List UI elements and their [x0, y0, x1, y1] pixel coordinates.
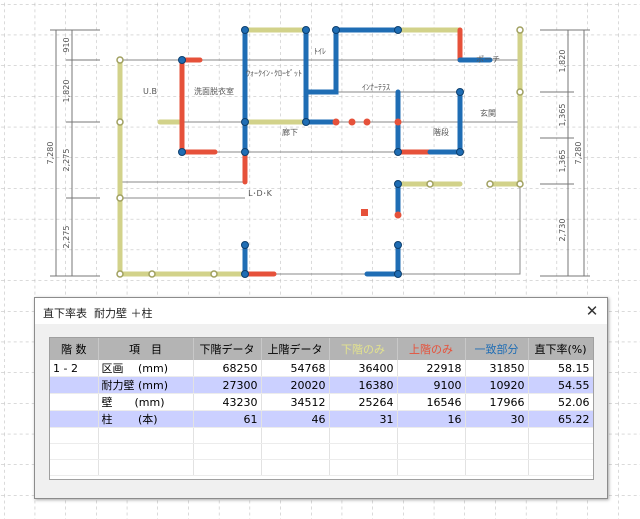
cell-floor: [50, 393, 99, 411]
cell-lower-only: 31: [329, 410, 398, 428]
cell-lower-data: 61: [193, 410, 262, 428]
dialog-titlebar[interactable]: 直下率表 耐力壁 ＋柱 ✕: [35, 298, 607, 324]
dimension-lines: [50, 29, 590, 277]
cell-match: 17966: [465, 393, 529, 411]
table-row[interactable]: 壁 (mm) 43230 34512 25264 16546 17966 52.…: [50, 393, 593, 411]
cell-ratio: 58.15: [528, 360, 593, 377]
table-empty-row: [50, 459, 593, 476]
table-header-row: 階 数 項 目 下階データ 上階データ 下階のみ 上階のみ 一致部分 直下率(%…: [50, 338, 593, 360]
right-dim-2: 1,365: [558, 104, 567, 127]
cell-floor: 1 - 2: [50, 360, 99, 377]
cell-upper-data: 20020: [261, 376, 330, 394]
table-row[interactable]: 柱 (本) 61 46 31 16 30 65.22: [50, 410, 593, 428]
room-label-ldk: L･D･K: [248, 189, 273, 198]
room-label-ub: U.B: [143, 87, 157, 96]
right-total-dim: 7,280: [574, 142, 583, 165]
cell-upper-data: 54768: [261, 360, 330, 377]
left-dim-2: 1,820: [62, 80, 71, 103]
cell-ratio: 65.22: [528, 410, 593, 428]
cell-ratio: 54.55: [528, 376, 593, 394]
columns-upper-only: [332, 118, 402, 219]
right-dim-4: 2,730: [558, 219, 567, 242]
room-label-dressing: 洗面脱衣室: [194, 86, 234, 96]
room-label-stairs: 階段: [433, 127, 449, 137]
table-empty-row: [50, 427, 593, 444]
cell-item: 区画 (mm): [98, 360, 194, 377]
cell-item: 壁 (mm): [98, 393, 194, 411]
room-label-toilet: ﾄｲﾚ: [314, 47, 326, 56]
left-dim-3: 2,275: [62, 149, 71, 172]
cell-item: 耐力壁 (mm): [98, 376, 194, 394]
left-dim-4: 2,275: [62, 226, 71, 249]
cell-item: 柱 (本): [98, 410, 194, 428]
columns-matching: [178, 26, 464, 278]
table-row[interactable]: 耐力壁 (mm) 27300 20020 16380 9100 10920 54…: [50, 376, 593, 394]
cell-upper-only: 9100: [397, 376, 466, 394]
room-label-terrace: ｲﾝﾅｰﾃﾗｽ: [362, 83, 390, 92]
col-header-upper-only: 上階のみ: [397, 338, 466, 360]
left-dim-1: 910: [62, 37, 71, 52]
col-header-ratio: 直下率(%): [528, 338, 593, 360]
ratio-table-panel: 階 数 項 目 下階データ 上階データ 下階のみ 上階のみ 一致部分 直下率(%…: [49, 337, 594, 480]
col-header-floor: 階 数: [50, 338, 99, 360]
cell-floor: [50, 376, 99, 394]
cell-floor: [50, 410, 99, 428]
columns-lower-only: [116, 26, 524, 278]
ratio-dialog: 直下率表 耐力壁 ＋柱 ✕ 階 数 項 目 下階データ 上階データ 下階のみ 上…: [34, 297, 608, 499]
cell-upper-only: 16: [397, 410, 466, 428]
cell-upper-data: 34512: [261, 393, 330, 411]
right-dim-3: 1,365: [558, 150, 567, 173]
room-label-porch: ポーチ: [476, 55, 500, 64]
col-header-upper-data: 上階データ: [261, 338, 330, 360]
table-empty-row: [50, 443, 593, 460]
col-header-lower-data: 下階データ: [193, 338, 262, 360]
cell-match: 10920: [465, 376, 529, 394]
close-icon[interactable]: ✕: [585, 302, 599, 320]
col-header-match: 一致部分: [465, 338, 529, 360]
cell-lower-data: 68250: [193, 360, 262, 377]
table-row[interactable]: 1 - 2 区画 (mm) 68250 54768 36400 22918 31…: [50, 360, 593, 377]
cell-lower-only: 25264: [329, 393, 398, 411]
col-header-item: 項 目: [98, 338, 194, 360]
ratio-table: 階 数 項 目 下階データ 上階データ 下階のみ 上階のみ 一致部分 直下率(%…: [50, 338, 593, 476]
cell-lower-data: 27300: [193, 376, 262, 394]
cell-match: 31850: [465, 360, 529, 377]
cell-lower-data: 43230: [193, 393, 262, 411]
dialog-title: 直下率表 耐力壁 ＋柱: [43, 307, 153, 320]
cell-upper-data: 46: [261, 410, 330, 428]
cell-lower-only: 16380: [329, 376, 398, 394]
cell-lower-only: 36400: [329, 360, 398, 377]
cell-match: 30: [465, 410, 529, 428]
cell-ratio: 52.06: [528, 393, 593, 411]
cell-upper-only: 22918: [397, 360, 466, 377]
right-dim-1: 1,820: [558, 50, 567, 73]
room-label-hall: 廊下: [282, 127, 298, 137]
col-header-lower-only: 下階のみ: [329, 338, 398, 360]
cell-upper-only: 16546: [397, 393, 466, 411]
left-total-dim: 7,280: [46, 142, 55, 165]
room-label-closet: ｳｫｰｸｲﾝ･ｸﾛｰｾﾞｯﾄ: [246, 69, 302, 78]
room-label-entrance: 玄関: [480, 108, 496, 118]
